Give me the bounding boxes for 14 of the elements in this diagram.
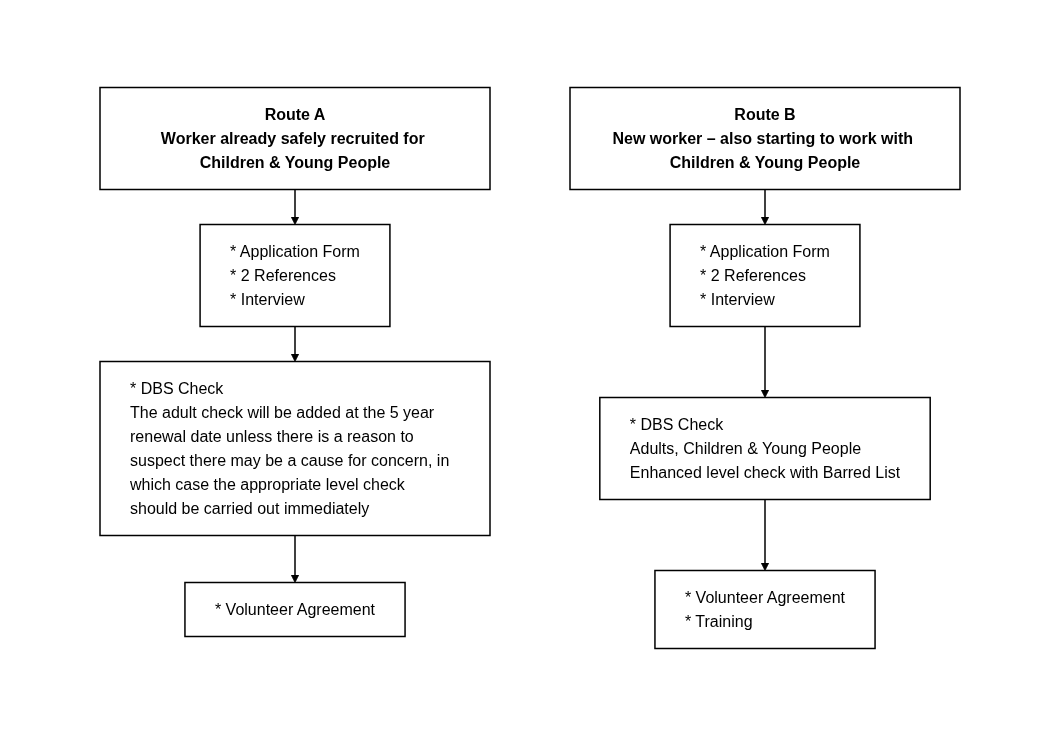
node-box: * DBS Check The adult check will be added at the 5 year renewal date unless there is a reason to suspect there may be a cause for concern, in which case the appropriate level check should be carried out immediately (98, 360, 491, 537)
node-box: * DBS Check Adults, Children & Young People Enhanced level check with Barred List (598, 396, 931, 501)
node-box: * Volunteer Agreement (183, 581, 406, 638)
node-box: * Volunteer Agreement * Training (653, 569, 876, 650)
node-box: Route A Worker already safely recruited for Children & Young People (98, 86, 491, 191)
node-box: * Application Form * 2 References * Interview (668, 223, 861, 328)
arrow (290, 188, 299, 225)
arrow (290, 534, 299, 583)
arrow (760, 498, 769, 571)
node-box: Route B New worker – also starting to work with Children & Young People (568, 86, 961, 191)
node-box: * Application Form * 2 References * Interview (198, 223, 391, 328)
arrow (760, 325, 769, 398)
arrow (290, 325, 299, 362)
arrow (760, 188, 769, 225)
